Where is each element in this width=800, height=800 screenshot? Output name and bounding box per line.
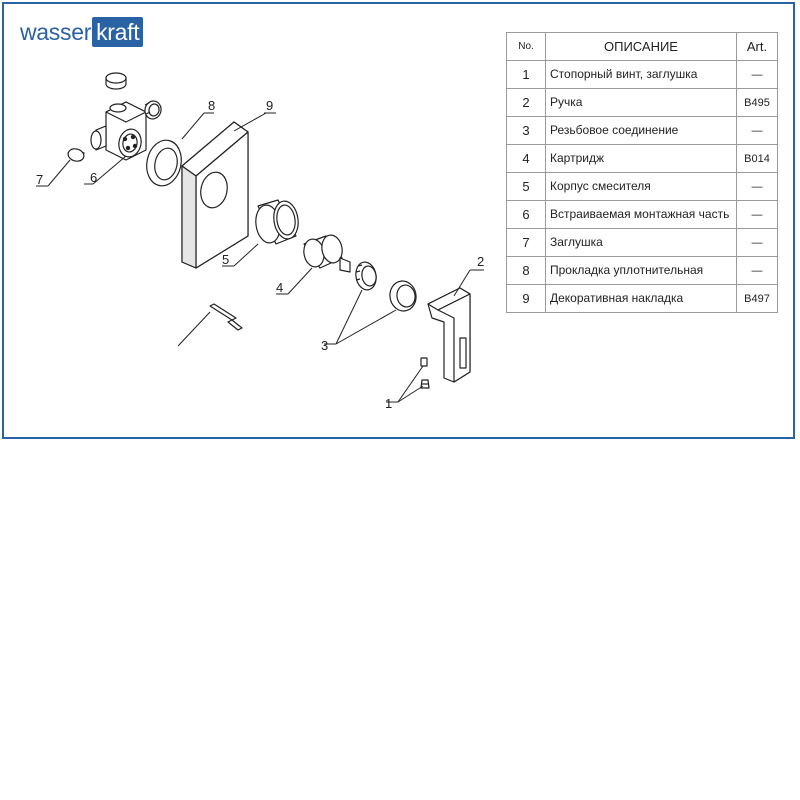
- row-description: Заглушка: [545, 228, 737, 257]
- row-no: 4: [506, 144, 546, 173]
- header-description: ОПИСАНИЕ: [545, 32, 737, 61]
- row-art: —: [736, 60, 778, 89]
- part-top-cap: [105, 72, 127, 90]
- leader-line-hex-key: [177, 311, 211, 347]
- row-no: 9: [506, 284, 546, 313]
- part-3-connection-sleeve: [389, 280, 417, 312]
- row-no: 7: [506, 228, 546, 257]
- row-description: Ручка: [545, 88, 737, 117]
- table-row: 4 Картридж B014: [506, 144, 778, 173]
- part-9-decorative-plate: [181, 121, 249, 269]
- row-description: Картридж: [545, 144, 737, 173]
- row-description: Стопорный винт, заглушка: [545, 60, 737, 89]
- table-row: 9 Декоративная накладка B497: [506, 284, 778, 313]
- exploded-view-drawing: 8 9 6 7 5 4 3 2 1: [36, 72, 484, 411]
- part-1-screw-and-cap: [420, 357, 430, 389]
- parts-table-header-row: No. ОПИСАНИЕ Art.: [506, 32, 778, 61]
- brand-logo: wasser kraft: [20, 14, 144, 50]
- row-no: 8: [506, 256, 546, 285]
- part-label-6: 6: [90, 170, 97, 185]
- row-art: —: [736, 172, 778, 201]
- table-row: 5 Корпус смесителя —: [506, 172, 778, 201]
- header-art: Art.: [736, 32, 778, 61]
- row-no: 6: [506, 200, 546, 229]
- parts-table: No. ОПИСАНИЕ Art. 1 Стопорный винт, загл…: [506, 32, 778, 313]
- row-no: 3: [506, 116, 546, 145]
- row-art: B497: [736, 284, 778, 313]
- part-label-4: 4: [276, 280, 283, 295]
- row-description: Резьбовое соединение: [545, 116, 737, 145]
- leader-line-3b: [335, 309, 397, 345]
- header-no: No.: [506, 32, 546, 61]
- row-art: B014: [736, 144, 778, 173]
- leader-line-8: [181, 112, 205, 140]
- row-no: 1: [506, 60, 546, 89]
- row-art: —: [736, 256, 778, 285]
- brand-logo-text-part1: wasser: [20, 18, 92, 45]
- row-description: Встраиваемая монтажная часть: [545, 200, 737, 229]
- leader-line-6: [92, 155, 127, 185]
- table-row: 6 Встраиваемая монтажная часть —: [506, 200, 778, 229]
- table-row: 1 Стопорный винт, заглушка —: [506, 60, 778, 89]
- leader-line-1a: [397, 365, 424, 403]
- leader-line-7: [47, 159, 71, 187]
- leader-line-9: [233, 112, 267, 132]
- part-label-1: 1: [385, 396, 392, 411]
- leader-line-1b: [397, 385, 424, 403]
- table-row: 2 Ручка B495: [506, 88, 778, 117]
- row-no: 5: [506, 172, 546, 201]
- leader-line-3a: [335, 289, 363, 345]
- part-label-2: 2: [477, 254, 484, 269]
- table-row: 7 Заглушка —: [506, 228, 778, 257]
- part-label-8: 8: [208, 98, 215, 113]
- part-label-3: 3: [321, 338, 328, 353]
- part-7-plug: [67, 148, 85, 162]
- part-3-threaded-ring: [355, 261, 377, 291]
- part-2-handle: [427, 287, 471, 383]
- part-threaded-ring: [144, 100, 162, 120]
- part-5-mixer-sleeve: [255, 199, 299, 245]
- part-8-sealing-gasket: [146, 139, 182, 187]
- part-label-9: 9: [266, 98, 273, 113]
- part-label-5: 5: [222, 252, 229, 267]
- part-6-mounting-body: [90, 101, 147, 161]
- brand-logo-text-part2: kraft: [92, 17, 144, 47]
- part-label-7: 7: [36, 172, 43, 187]
- table-row: 8 Прокладка уплотнительная —: [506, 256, 778, 285]
- leader-line-2: [453, 269, 471, 297]
- table-row: 3 Резьбовое соединение —: [506, 116, 778, 145]
- row-no: 2: [506, 88, 546, 117]
- row-description: Декоративная накладка: [545, 284, 737, 313]
- row-art: —: [736, 200, 778, 229]
- leader-line-4: [287, 267, 313, 295]
- row-description: Прокладка уплотнительная: [545, 256, 737, 285]
- hex-key-tool: [209, 303, 243, 331]
- leader-line-5: [233, 243, 259, 267]
- row-art: —: [736, 228, 778, 257]
- row-description: Корпус смесителя: [545, 172, 737, 201]
- row-art: —: [736, 116, 778, 145]
- part-4-cartridge: [303, 234, 351, 273]
- row-art: B495: [736, 88, 778, 117]
